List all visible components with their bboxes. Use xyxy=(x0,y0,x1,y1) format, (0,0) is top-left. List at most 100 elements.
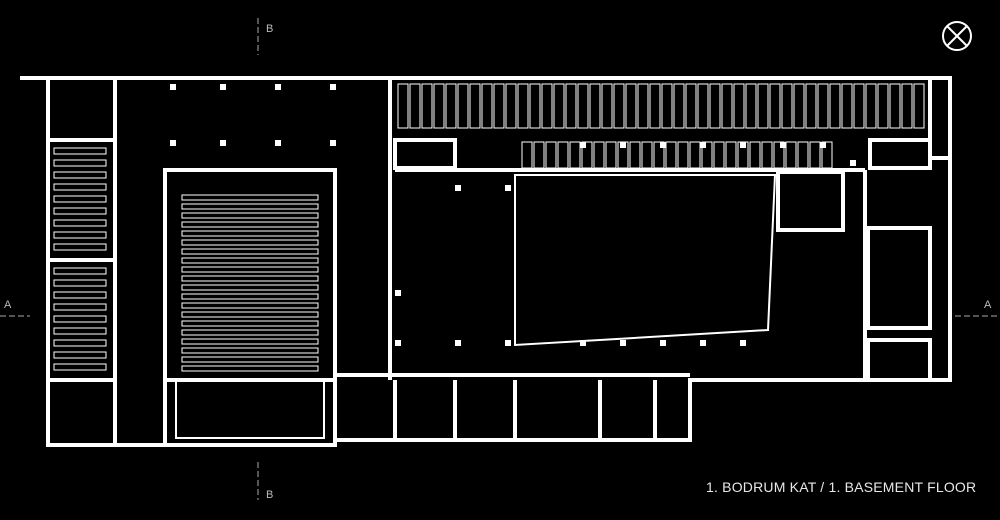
column xyxy=(395,290,401,296)
parking-bay xyxy=(793,83,805,129)
seat-row xyxy=(53,327,107,335)
parking-bay xyxy=(749,141,761,169)
parking-bay xyxy=(733,83,745,129)
parking-bay xyxy=(877,83,889,129)
column xyxy=(455,185,461,191)
seat-row xyxy=(181,212,319,219)
parking-bay xyxy=(541,83,553,129)
seat-row xyxy=(53,339,107,347)
seat-row xyxy=(181,194,319,201)
parking-bay xyxy=(605,141,617,169)
parking-bay xyxy=(457,83,469,129)
seat-row xyxy=(53,279,107,287)
column xyxy=(740,340,746,346)
column xyxy=(700,340,706,346)
seat-row xyxy=(181,311,319,318)
seat-row xyxy=(181,347,319,354)
seat-row xyxy=(53,195,107,203)
parking-bay xyxy=(889,83,901,129)
column xyxy=(275,140,281,146)
seat-row xyxy=(53,231,107,239)
seating xyxy=(53,147,319,372)
section-lines xyxy=(0,18,1000,500)
column xyxy=(170,84,176,90)
parking-bay xyxy=(517,83,529,129)
parking-bay xyxy=(745,83,757,129)
section-marker-top: B xyxy=(266,23,273,35)
seat-row xyxy=(53,207,107,215)
column xyxy=(580,142,586,148)
parking-bay xyxy=(661,83,673,129)
seat-row xyxy=(53,363,107,371)
column xyxy=(580,340,586,346)
parking-bay xyxy=(653,141,665,169)
column xyxy=(330,84,336,90)
seat-row xyxy=(181,284,319,291)
auditorium xyxy=(163,168,337,447)
column xyxy=(620,142,626,148)
seat-row xyxy=(53,267,107,275)
parking-bay xyxy=(709,83,721,129)
seat-row xyxy=(181,302,319,309)
parking-bay xyxy=(493,83,505,129)
parking-bay xyxy=(641,141,653,169)
parking-bay xyxy=(533,141,545,169)
column xyxy=(660,340,666,346)
parking-bay xyxy=(505,83,517,129)
column xyxy=(780,142,786,148)
parking-bay xyxy=(805,83,817,129)
parking-bay xyxy=(625,83,637,129)
seat-row xyxy=(53,303,107,311)
parking-bay xyxy=(649,83,661,129)
main-walls xyxy=(20,76,952,447)
column xyxy=(505,185,511,191)
parking-bay xyxy=(853,83,865,129)
parking-bay xyxy=(685,83,697,129)
column xyxy=(275,84,281,90)
column xyxy=(740,142,746,148)
parking-bay xyxy=(581,141,593,169)
seat-row xyxy=(53,147,107,155)
seat-row xyxy=(181,257,319,264)
parking-bay xyxy=(553,83,565,129)
seat-row xyxy=(53,219,107,227)
parking-bay xyxy=(721,83,733,129)
columns xyxy=(170,84,856,346)
column xyxy=(330,140,336,146)
north-arrow-icon xyxy=(942,21,972,51)
seat-row xyxy=(53,315,107,323)
parking-bay xyxy=(809,141,821,169)
seat-row xyxy=(53,183,107,191)
section-marker-bottom: B xyxy=(266,489,273,501)
parking-bay xyxy=(577,83,589,129)
parking-bay xyxy=(757,83,769,129)
parking-bay xyxy=(773,141,785,169)
parking-bay xyxy=(689,141,701,169)
parking-bay xyxy=(481,83,493,129)
section-marker-right: A xyxy=(984,299,992,311)
parking-bay xyxy=(397,83,409,129)
parking-bay xyxy=(829,83,841,129)
parking-bay xyxy=(569,141,581,169)
seat-row xyxy=(53,351,107,359)
column xyxy=(850,160,856,166)
seat-row xyxy=(181,221,319,228)
column xyxy=(220,84,226,90)
column xyxy=(700,142,706,148)
parking-bay xyxy=(725,141,737,169)
column xyxy=(395,340,401,346)
parking-bay xyxy=(677,141,689,169)
seat-row xyxy=(53,243,107,251)
section-marker-left: A xyxy=(4,299,12,311)
seat-row xyxy=(181,248,319,255)
parking-bay xyxy=(701,141,713,169)
column xyxy=(170,140,176,146)
courtyard xyxy=(514,174,777,347)
parking-bay xyxy=(761,141,773,169)
parking-bay xyxy=(637,83,649,129)
column xyxy=(660,142,666,148)
parking-bay xyxy=(901,83,913,129)
parking-bay xyxy=(841,83,853,129)
parking-bay xyxy=(821,141,833,169)
